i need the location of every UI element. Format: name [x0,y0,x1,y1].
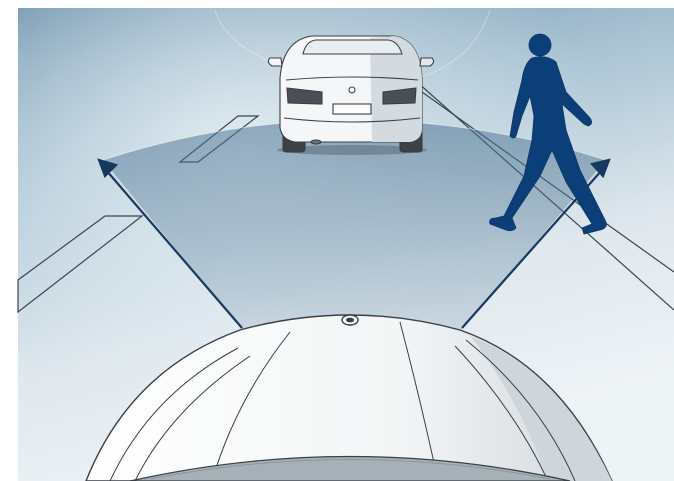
lead-car [268,36,433,155]
lead-car-exhaust [311,140,321,144]
hood-badge-inner-icon [346,318,354,323]
pedestrian-head [529,34,551,56]
lead-car-badge-icon [349,87,355,93]
lead-car-plate [333,104,371,114]
lead-car-mirror-right [420,58,434,66]
lead-car-rear-window [303,40,402,54]
lead-car-mirror-left [268,58,282,66]
